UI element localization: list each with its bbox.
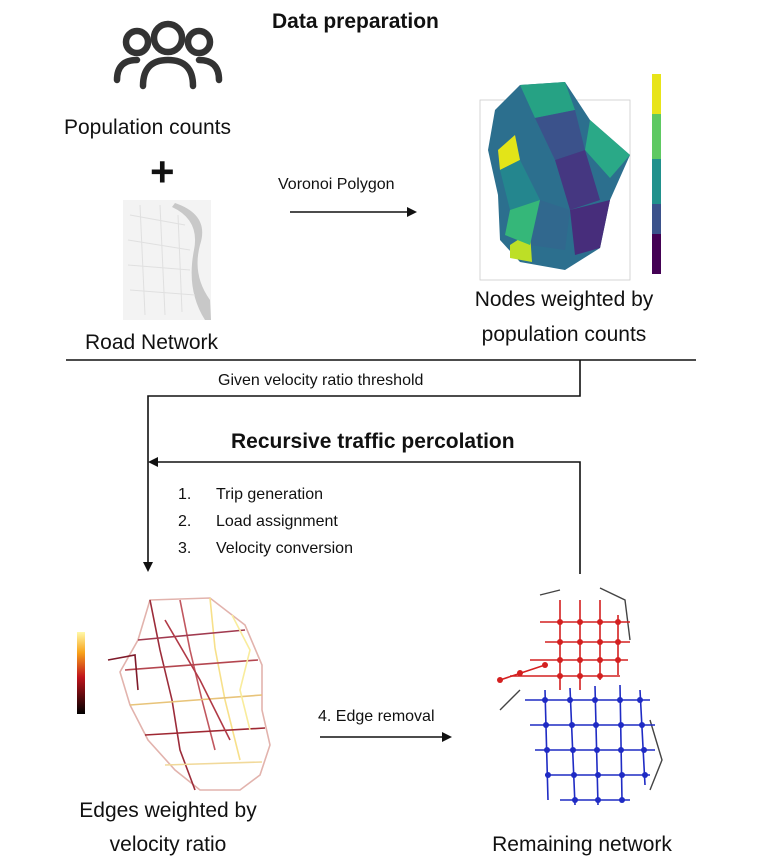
step-text: Load assignment — [216, 513, 338, 530]
threshold-path — [143, 360, 581, 572]
step-number: 2. — [178, 513, 192, 530]
data-prep-title: Data preparation — [272, 10, 439, 33]
edges-weighted-line2: velocity ratio — [109, 833, 227, 856]
step-number: 3. — [178, 540, 192, 557]
step-number: 1. — [178, 486, 192, 503]
list-item: 3. Velocity conversion — [178, 540, 353, 567]
population-counts-label: Population counts — [64, 116, 231, 139]
threshold-label: Given velocity ratio threshold — [218, 372, 424, 389]
voronoi-arrow-label: Voronoi Polygon — [278, 176, 395, 193]
percolation-title: Recursive traffic percolation — [231, 430, 515, 453]
list-item: 2. Load assignment — [178, 513, 353, 540]
feedback-loop-path — [148, 457, 581, 574]
edge-removal-label: 4. Edge removal — [318, 708, 435, 725]
nodes-weighted-line1: Nodes weighted by — [474, 288, 654, 311]
list-item: 1. Trip generation — [178, 486, 353, 513]
edges-weighted-line1: Edges weighted by — [79, 799, 257, 822]
remaining-network-label: Remaining network — [492, 833, 672, 856]
steps-list: 1. Trip generation 2. Load assignment 3. Ve… — [178, 486, 353, 567]
road-network-label: Road Network — [85, 331, 219, 354]
step-text: Trip generation — [216, 486, 324, 503]
nodes-weighted-line2: population counts — [481, 323, 647, 346]
plus-sign: + — [150, 148, 175, 195]
step-text: Velocity conversion — [216, 540, 353, 557]
